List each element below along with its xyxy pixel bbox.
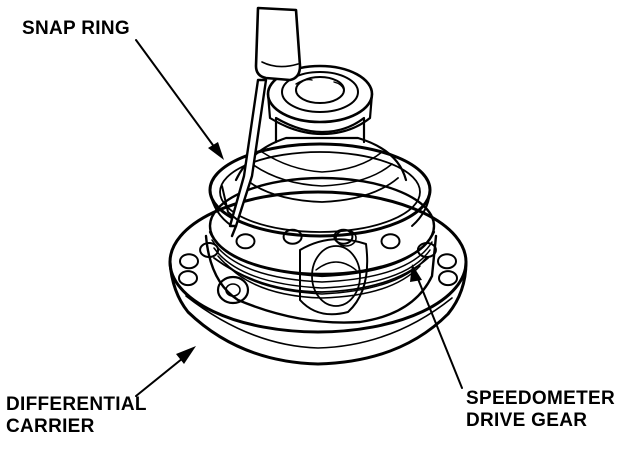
snap-ring-label: SNAP RING: [22, 18, 130, 40]
flange-bolt-hole: [178, 270, 198, 287]
top-hub: [266, 64, 374, 136]
speedometer-drive-gear: [208, 176, 436, 299]
snap-ring-arrowhead: [208, 142, 224, 160]
speedometer-drive-gear-label: SPEEDOMETER DRIVE GEAR: [466, 388, 615, 432]
flange-bolt-hole: [437, 253, 457, 270]
snap-ring-label-text: SNAP RING: [22, 18, 130, 39]
callout-leader-lines: [135, 39, 463, 397]
speedometer-drive-gear-label-line1: SPEEDOMETER: [466, 388, 615, 409]
differential-carrier-label: DIFFERENTIAL CARRIER: [6, 394, 147, 438]
flange-bolt-hole: [438, 270, 458, 287]
differential-carrier-label-line2: CARRIER: [6, 416, 95, 437]
speedometer-leader: [415, 273, 463, 389]
speedometer-drive-gear-label-line2: DRIVE GEAR: [466, 410, 588, 431]
carrier-arrowhead: [176, 346, 196, 364]
snap-ring-leader: [135, 39, 219, 153]
carrier-flange: [168, 190, 468, 366]
screwdriver-tool: [221, 6, 302, 238]
speedometer-arrowhead: [410, 264, 422, 282]
flange-bolt-hole: [380, 233, 401, 250]
differential-carrier-label-line1: DIFFERENTIAL: [6, 394, 147, 415]
flange-bolt-hole: [179, 253, 199, 270]
flange-bolt-hole: [235, 233, 256, 250]
carrier-leader: [135, 353, 189, 397]
snap-ring: [208, 142, 432, 238]
